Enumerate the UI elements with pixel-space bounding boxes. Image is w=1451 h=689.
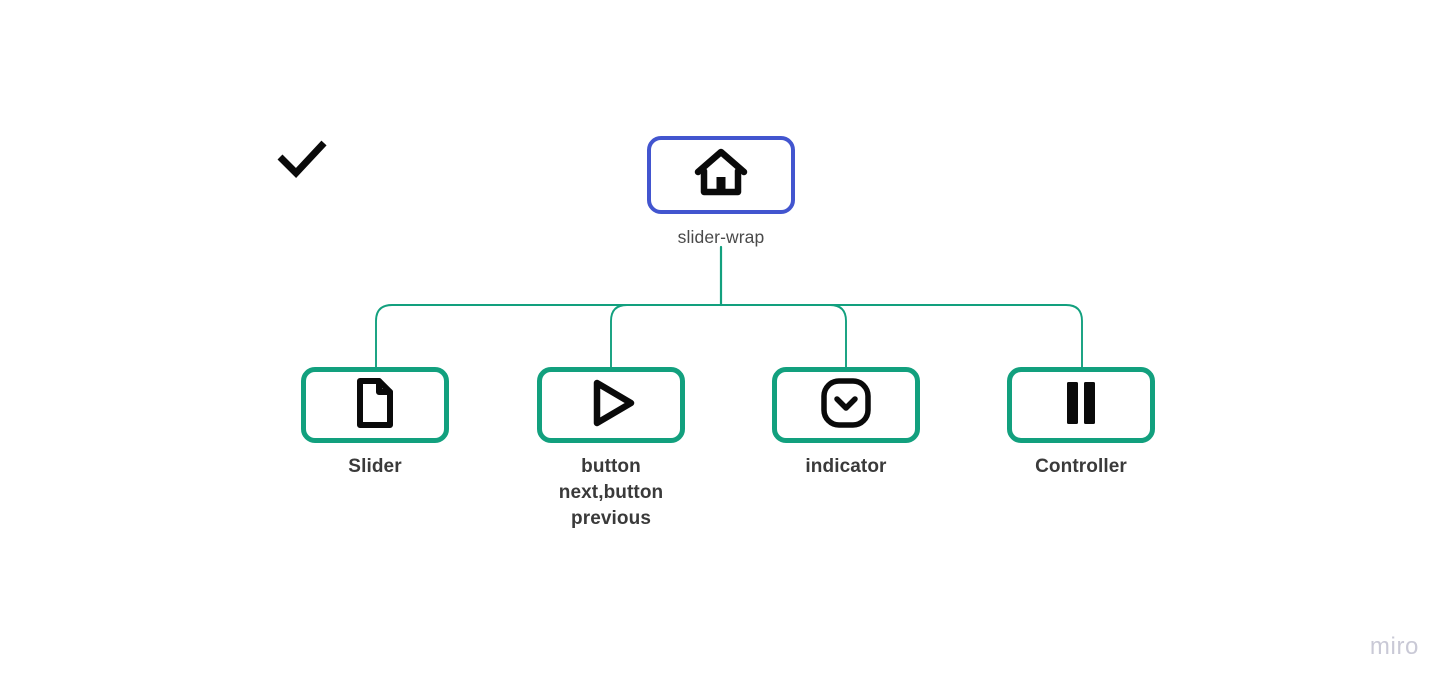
miro-watermark: miro xyxy=(1369,633,1419,660)
node-buttons-label: button next,button previous xyxy=(558,456,664,530)
node-slider-wrap-box[interactable] xyxy=(647,136,795,214)
play-icon xyxy=(585,377,637,434)
node-controller-box[interactable] xyxy=(1007,367,1155,443)
node-controller-label: Controller xyxy=(1035,456,1127,477)
check-icon[interactable] xyxy=(274,133,330,186)
chevron-down-boxed-icon xyxy=(819,376,873,435)
home-icon xyxy=(693,147,749,204)
node-slider-wrap-label: slider-wrap xyxy=(677,227,765,247)
node-controller[interactable]: Controller xyxy=(1007,367,1155,480)
connector-branch-indicator xyxy=(720,304,847,368)
node-buttons[interactable]: button next,button previous xyxy=(537,367,685,533)
document-icon xyxy=(355,377,395,434)
node-indicator-box[interactable] xyxy=(772,367,920,443)
connector-branch-buttons xyxy=(610,304,722,368)
node-slider-box[interactable] xyxy=(301,367,449,443)
node-indicator-label: indicator xyxy=(805,456,887,477)
connector-branch-slider xyxy=(375,304,722,368)
connector-branch-controller xyxy=(720,304,1083,368)
node-slider-label: Slider xyxy=(348,456,402,477)
node-slider-wrap[interactable]: slider-wrap xyxy=(647,136,795,249)
node-buttons-box[interactable] xyxy=(537,367,685,443)
node-slider[interactable]: Slider xyxy=(301,367,449,480)
node-indicator[interactable]: indicator xyxy=(772,367,920,480)
pause-icon xyxy=(1061,378,1101,433)
